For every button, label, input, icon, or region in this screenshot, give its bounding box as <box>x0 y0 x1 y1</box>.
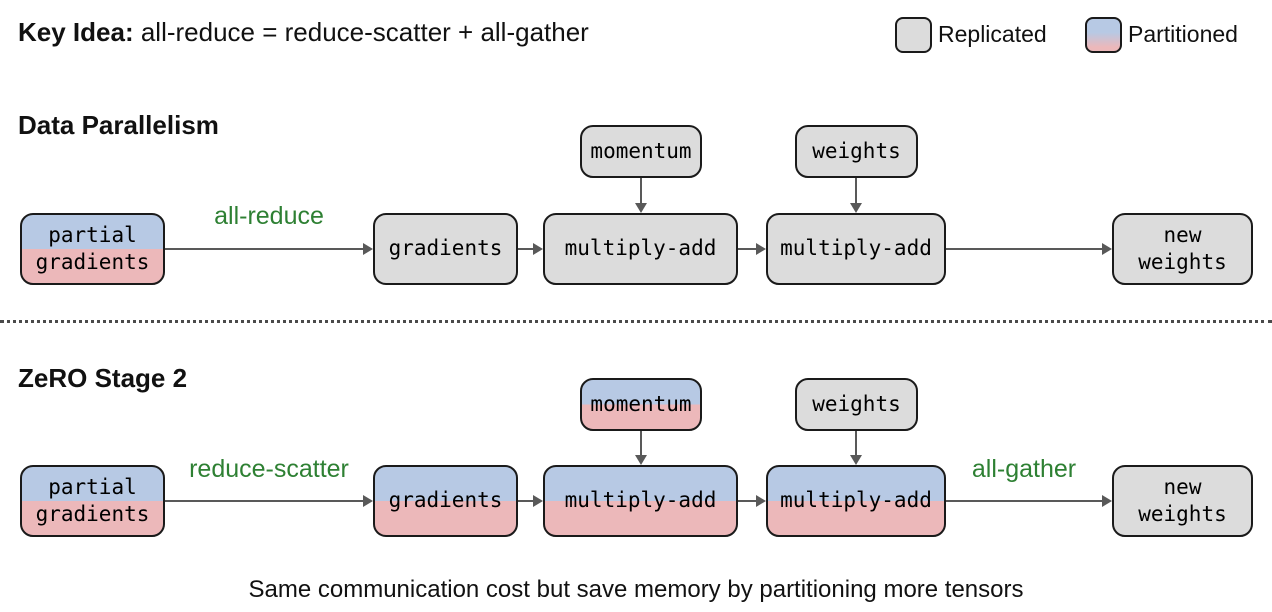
legend-replicated-label: Replicated <box>938 21 1047 47</box>
zero-momentum-box: momentum <box>580 378 702 431</box>
zero-arrow-partial-to-gradients <box>165 495 373 507</box>
dp-weights-arrow <box>850 178 862 213</box>
zero-momentum-arrow <box>635 431 647 465</box>
dp-arrow-partial-to-gradients <box>165 243 373 255</box>
zero-gradients-box: gradients <box>373 465 518 537</box>
dp-partial-gradients-line2: gradients <box>35 250 150 274</box>
zero-new-weights-line1: new <box>1163 474 1202 499</box>
section-title-zero-stage-2: ZeRO Stage 2 <box>18 363 188 393</box>
dp-momentum-box: momentum <box>580 125 702 178</box>
dp-momentum-arrow <box>635 178 647 213</box>
zero-reduce-scatter-label: reduce-scatter <box>189 455 349 483</box>
key-idea-label: Key Idea: <box>18 17 134 47</box>
zero-arrow-ma2-to-new-weights <box>946 495 1112 507</box>
zero-all-gather-label: all-gather <box>971 455 1077 483</box>
zero-partial-gradients-box: partial gradients <box>20 465 165 537</box>
zero-weights-box: weights <box>795 378 918 431</box>
zero-weights-arrow <box>850 431 862 465</box>
dp-new-weights-line2: weights <box>1138 250 1227 274</box>
zero-new-weights-line2: weights <box>1138 502 1227 526</box>
footer-caption: Same communication cost but save memory … <box>248 576 1024 603</box>
dp-weights-label: weights <box>812 138 901 163</box>
zero-multiply-add-2-label: multiply-add <box>780 488 932 513</box>
dp-multiply-add-2-box: multiply-add <box>766 213 946 285</box>
dp-multiply-add-1-box: multiply-add <box>543 213 738 285</box>
zero-gradients-label: gradients <box>388 488 503 513</box>
zero-multiply-add-1-label: multiply-add <box>564 488 717 513</box>
dp-multiply-add-1-label: multiply-add <box>564 236 717 261</box>
dp-momentum-label: momentum <box>590 138 692 163</box>
dp-weights-box: weights <box>795 125 918 178</box>
dp-new-weights-box: new weights <box>1112 213 1253 285</box>
partitioned-swatch <box>1085 17 1122 53</box>
dp-partial-gradients-line1: partial <box>48 222 137 247</box>
zero-arrow-ma1-to-ma2 <box>738 495 766 507</box>
dp-arrow-ma2-to-new-weights <box>946 243 1112 255</box>
dp-all-reduce-label: all-reduce <box>214 202 324 230</box>
zero-partial-gradients-line2: gradients <box>35 502 150 526</box>
section-title-data-parallelism: Data Parallelism <box>18 110 219 140</box>
key-idea-text: all-reduce = reduce-scatter + all-gather <box>133 17 589 47</box>
dp-gradients-label: gradients <box>388 236 503 261</box>
zero-multiply-add-1-box: multiply-add <box>543 465 738 537</box>
section-divider <box>0 320 1272 323</box>
dp-arrow-ma1-to-ma2 <box>738 243 766 255</box>
zero-momentum-label: momentum <box>590 391 692 416</box>
zero-new-weights-box: new weights <box>1112 465 1253 537</box>
dp-partial-gradients-box: partial gradients <box>20 213 165 285</box>
dp-new-weights-line1: new <box>1163 222 1202 247</box>
replicated-swatch <box>895 17 932 53</box>
zero-partial-gradients-line1: partial <box>48 474 137 499</box>
key-idea-heading: Key Idea: all-reduce = reduce-scatter + … <box>18 17 589 48</box>
zero-multiply-add-2-box: multiply-add <box>766 465 946 537</box>
dp-arrow-gradients-to-ma1 <box>518 243 543 255</box>
zero-weights-label: weights <box>812 391 901 416</box>
dp-multiply-add-2-label: multiply-add <box>780 236 932 261</box>
zero-arrow-gradients-to-ma1 <box>518 495 543 507</box>
legend-partitioned-label: Partitioned <box>1128 21 1238 47</box>
dp-gradients-box: gradients <box>373 213 518 285</box>
